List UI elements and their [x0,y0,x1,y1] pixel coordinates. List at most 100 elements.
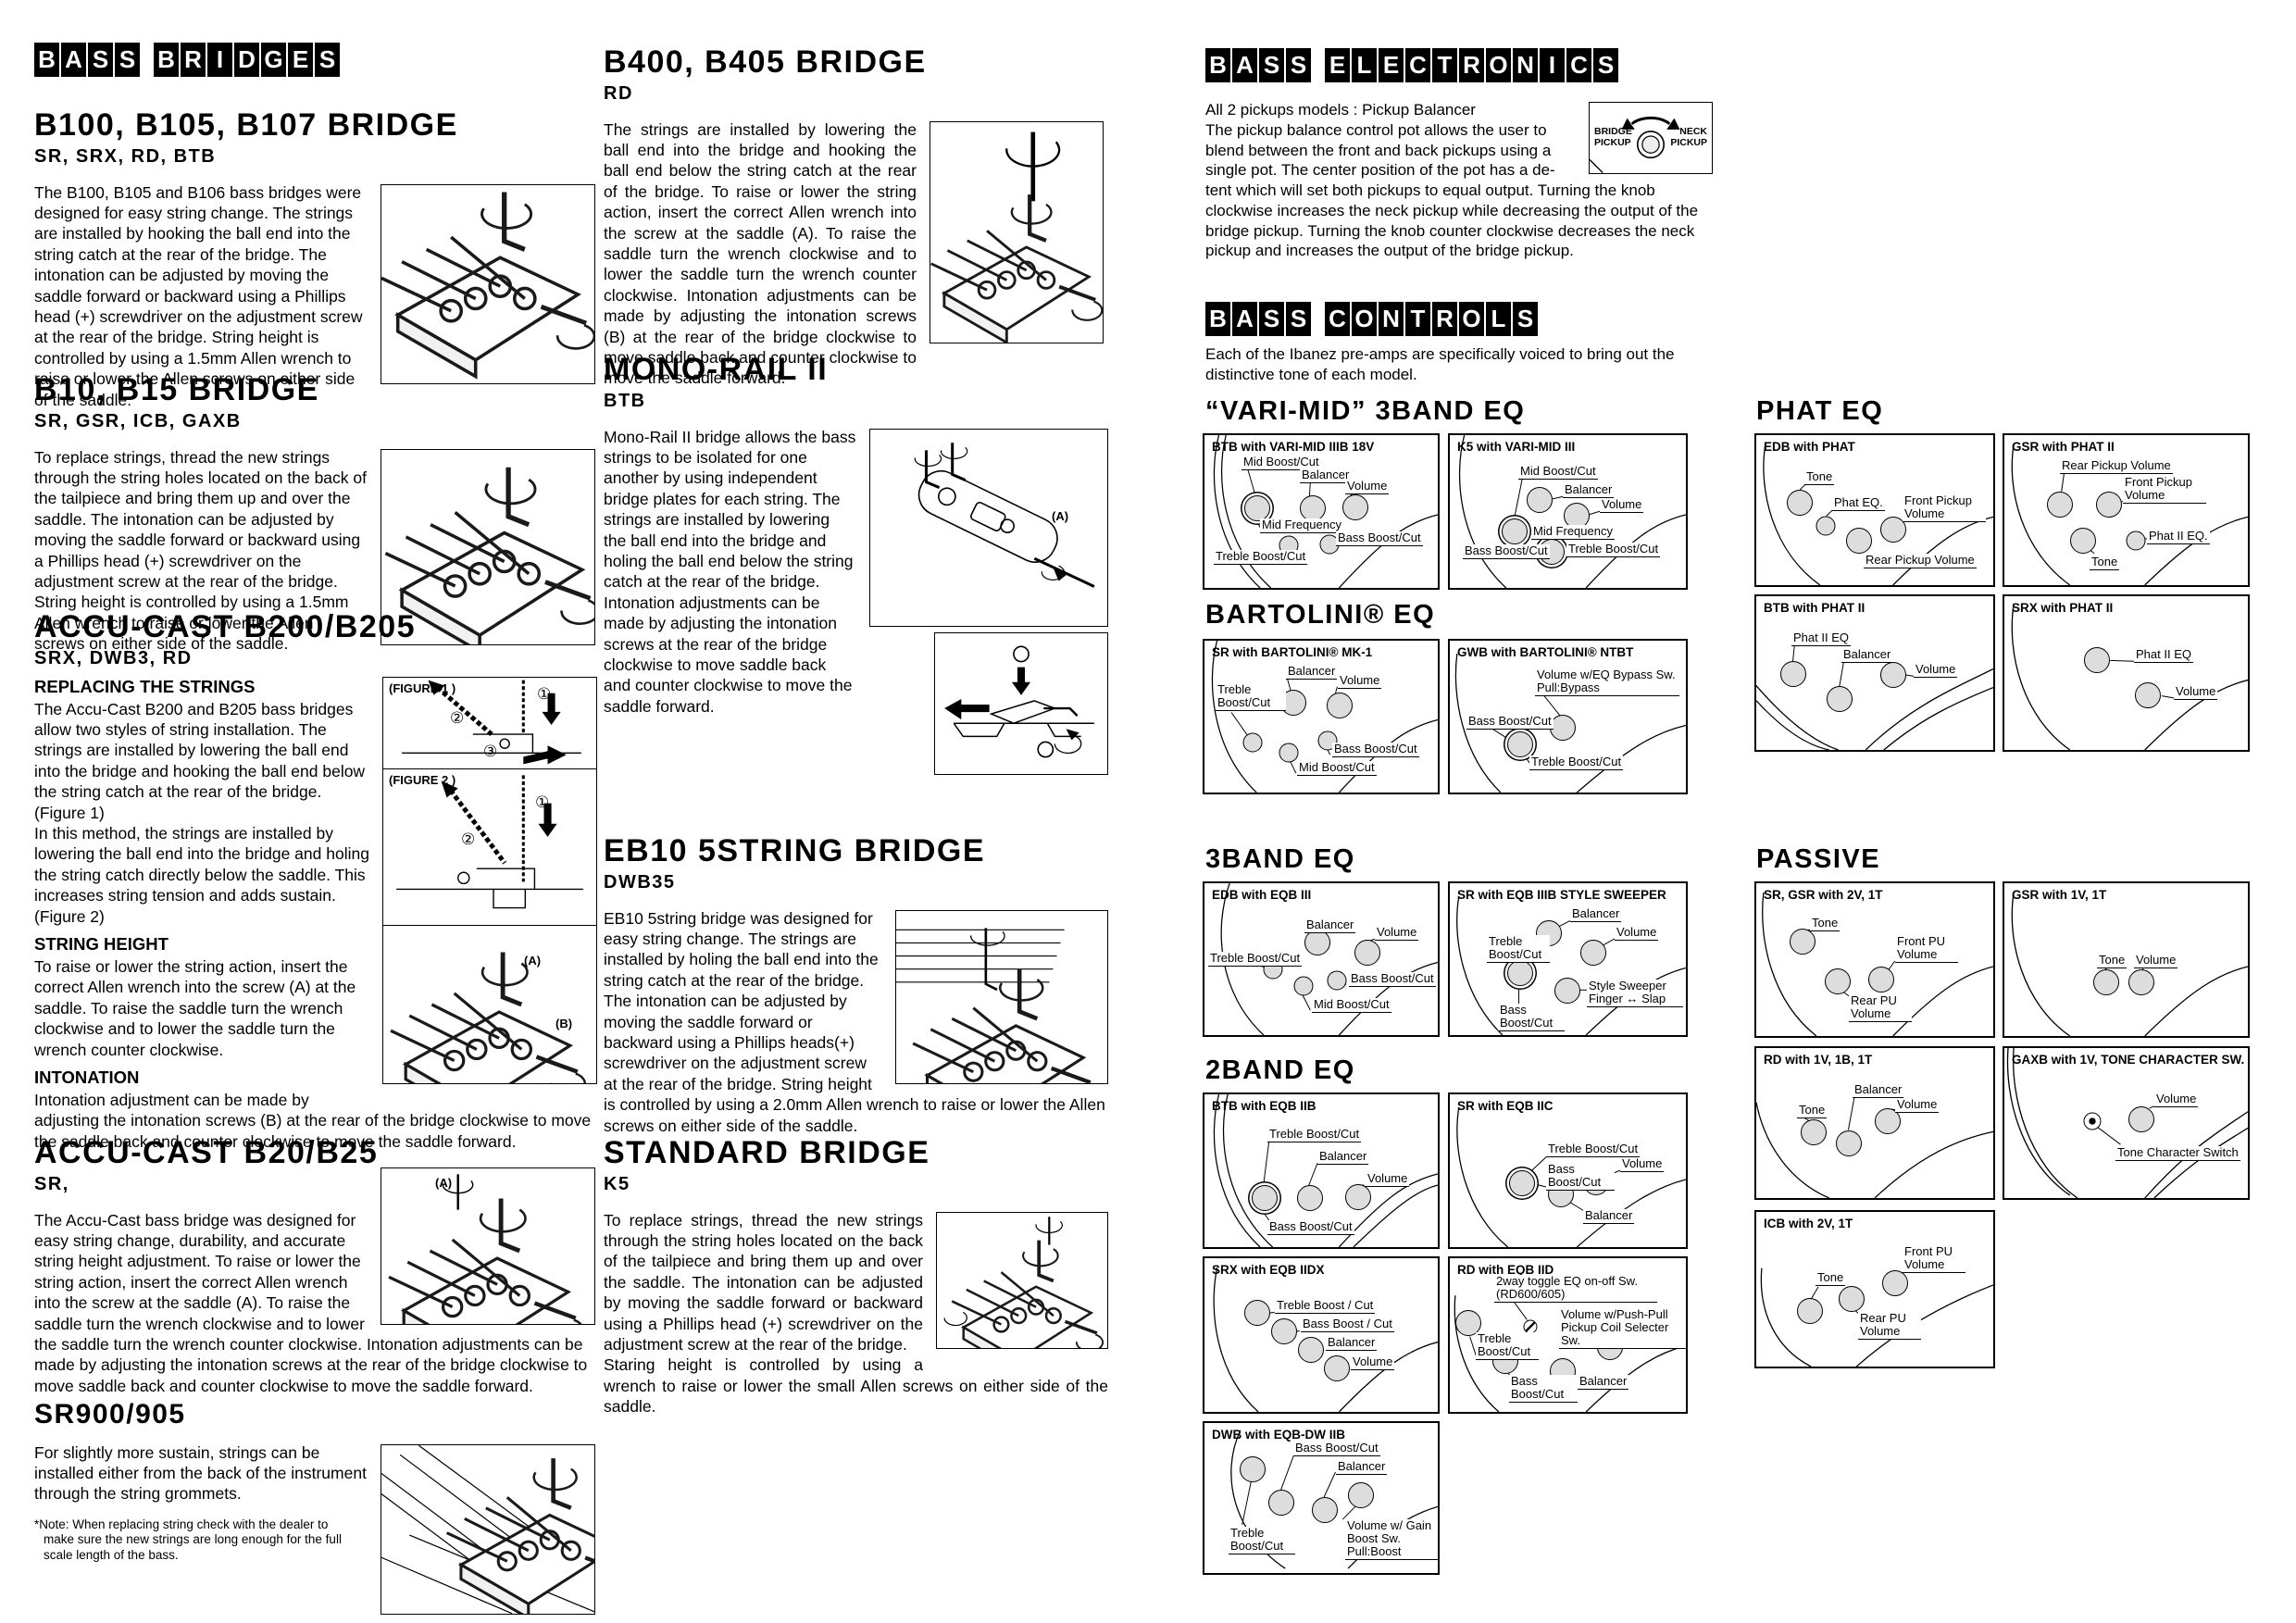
label-balancer: Balancer [1853,1082,1904,1099]
label-balancer: Balancer [1304,918,1356,934]
label-treble-boost-cut: Treble Boost/Cut [1566,542,1661,558]
panel-title: SR with BARTOLINI® MK-1 [1212,645,1373,659]
knob-treble-boost-cut [1244,1300,1270,1326]
knob-mid-boost-cut [1502,518,1528,544]
adjustment-art [383,926,596,1083]
bridge-pickup-label: BRIDGE PICKUP [1594,126,1632,148]
label-volume: Volume [2154,1092,2199,1108]
label-volume: Volume [1345,479,1390,495]
knob-volume [1880,662,1906,688]
knob-bass-boost-cut [1271,1318,1297,1344]
panel-title: SR, GSR with 2V, 1T [1764,888,1883,902]
knob-balancer [1300,495,1326,521]
knob-volume [1324,1355,1350,1381]
knob-volume [2128,969,2154,995]
knob-volume [2135,682,2161,708]
knob-volume [1345,1184,1371,1210]
body-b200-4: Intonation adjustment can be made by adj… [34,1090,592,1151]
label-bass-boost-cut: Bass Boost/Cut [1509,1374,1578,1404]
heading-replacing-strings: REPLACING THE STRINGS [34,676,256,696]
knob-balancer [1527,487,1553,513]
label-volume: Volume [1620,1156,1665,1173]
label-treble-boost-cut: Treble Boost/Cut [1208,951,1303,968]
figure-2-art [396,775,583,908]
label-volume: Volume [1615,925,1659,942]
label-volume: Volume [2174,684,2218,701]
panel-title: GSR with 1V, 1T [2012,888,2107,902]
body-b200-1: The Accu-Cast B200 and B205 bass bridges… [34,699,366,822]
label-balancer: Balancer [1286,664,1338,680]
knob-treble-bass [1507,960,1533,986]
figure-2-label: (FIGURE 2 ) [389,772,456,787]
heading-bartolini-eq: BARTOLINI® EQ [1205,600,1436,630]
section-sr900: SR900/905 For slightly more sustain, str… [34,1400,595,1622]
monorail-section-illustration [934,631,1108,775]
label-phat-ii-eq: Phat II EQ [1791,630,1851,647]
panel-title: GSR with PHAT II [2012,440,2115,454]
panel-sr-bartolini-mk1: SR with BARTOLINI® MK-1 Balancer Volume … [1203,639,1440,794]
figure-1-box: (FIGURE 1 ) ① ② ③ [382,676,597,769]
label-treble-boost-cut: Treble Boost/Cut [1546,1142,1641,1158]
label-bass-boost-cut: Bass Boost/Cut [1349,971,1436,988]
section-b100: B100, B105, B107 BRIDGE SR, SRX, RD, BTB… [34,108,595,410]
label-volume-push-pull: Volume w/Push-Pull Pickup Coil Selecter … [1559,1307,1686,1350]
models-b100: SR, SRX, RD, BTB [34,145,217,167]
panel-title: K5 with VARI-MID III [1457,440,1576,454]
label-bass-boost-cut: Bass Boost/Cut [1463,543,1550,560]
b100-bridge-illustration [381,183,595,384]
step-2-number: ② [461,830,476,848]
panel-gaxb-1v-tone-character: GAXB with 1V, TONE CHARACTER SW. Volume … [2003,1046,2250,1200]
knob-phat-ii-eq [2084,647,2110,673]
heading-string-height: STRING HEIGHT [34,933,168,954]
heading-varimid-3band-eq: “VARI-MID” 3BAND EQ [1205,396,1526,426]
panel-btb-phat-ii: BTB with PHAT II Phat II EQ Balancer Vol… [1754,594,1995,752]
pickup-balancer-diagram: BRIDGE PICKUP NECK PICKUP [1589,102,1713,174]
label-tone: Tone [1810,916,1841,932]
label-b: (B) [555,1016,573,1030]
label-tone: Tone [2090,555,2120,571]
heading-b400: B400, B405 BRIDGE [604,44,927,80]
label-phat-ii-eq: Phat II EQ [2134,647,2193,664]
label-front-pu-volume: Front PU Volume [1903,1244,1965,1274]
label-treble-boost-cut: Treble Boost / Cut [1275,1298,1376,1315]
knob-tone [1797,1298,1823,1324]
switch-tone-character [2083,1112,2102,1130]
panel-edb-eqb-iii: EDB with EQB III Balancer Volume Treble … [1203,881,1440,1037]
knob-volume [1580,940,1606,966]
panel-btb-eqb-iib: BTB with EQB IIB Treble Boost/Cut Balanc… [1203,1092,1440,1249]
knob-bass-treble [1507,731,1533,757]
panel-title: SRX with PHAT II [2012,601,2114,615]
knob-balancer [1836,1130,1862,1156]
label-volume: Volume [1600,497,1644,514]
knob-balancer [1304,930,1330,955]
panel-gsr-1v-1t: GSR with 1V, 1T Tone Volume [2003,881,2250,1038]
knob-volume [1342,494,1368,520]
knob-treble-bass [1252,1185,1278,1211]
b200-figures: (FIGURE 1 ) ① ② ③ (FIGURE 2 ) ① ② [382,676,597,1084]
label-balancer: Balancer [1300,468,1352,484]
label-phat-eq: Phat EQ. [1832,495,1885,512]
models-monorail: BTB [604,390,646,411]
knob-tone [1787,490,1813,516]
panel-gwb-bartolini-ntbt: GWB with BARTOLINI® NTBT Volume w/EQ Byp… [1448,639,1688,794]
label-treble-boost-cut: Treble Boost/Cut [1214,549,1308,566]
panel-srx-eqb-iidx: SRX with EQB IIDX Treble Boost / Cut Bas… [1203,1256,1440,1414]
label-treble-boost-cut: Treble Boost/Cut [1487,934,1550,964]
heading-b200: ACCU-CAST B200/B205 [34,609,417,644]
knob-treble-boost-cut [1242,732,1263,753]
step-3-number: ③ [483,742,498,760]
body-b20: (A) The Accu-Cast bass bridge was design… [34,1167,595,1397]
label-bass-boost-cut: Bass Boost/Cut [1466,714,1554,730]
knob-mid-boost-cut [1244,495,1270,521]
label-tone: Tone [1797,1103,1828,1119]
label-bass-boost-cut: Bass Boost/Cut [1498,1003,1565,1032]
panel-gsr-phat-ii: GSR with PHAT II Rear Pickup Volume Fron… [2003,433,2250,587]
label-mid-boost-cut: Mid Boost/Cut [1242,455,1321,471]
panel-title: RD with EQB IID [1457,1263,1554,1277]
section-b400: B400, B405 BRIDGE RD The strings are ins… [604,44,1104,389]
electronics-body: BRIDGE PICKUP NECK PICKUP All 2 pickups … [1205,100,1713,261]
label-rear-pu-volume: Rear PU Volume [1858,1311,1921,1341]
heading-b20: ACCU-CAST B20/B25 [34,1135,379,1170]
monorail-illustration: (A) [869,428,1108,627]
